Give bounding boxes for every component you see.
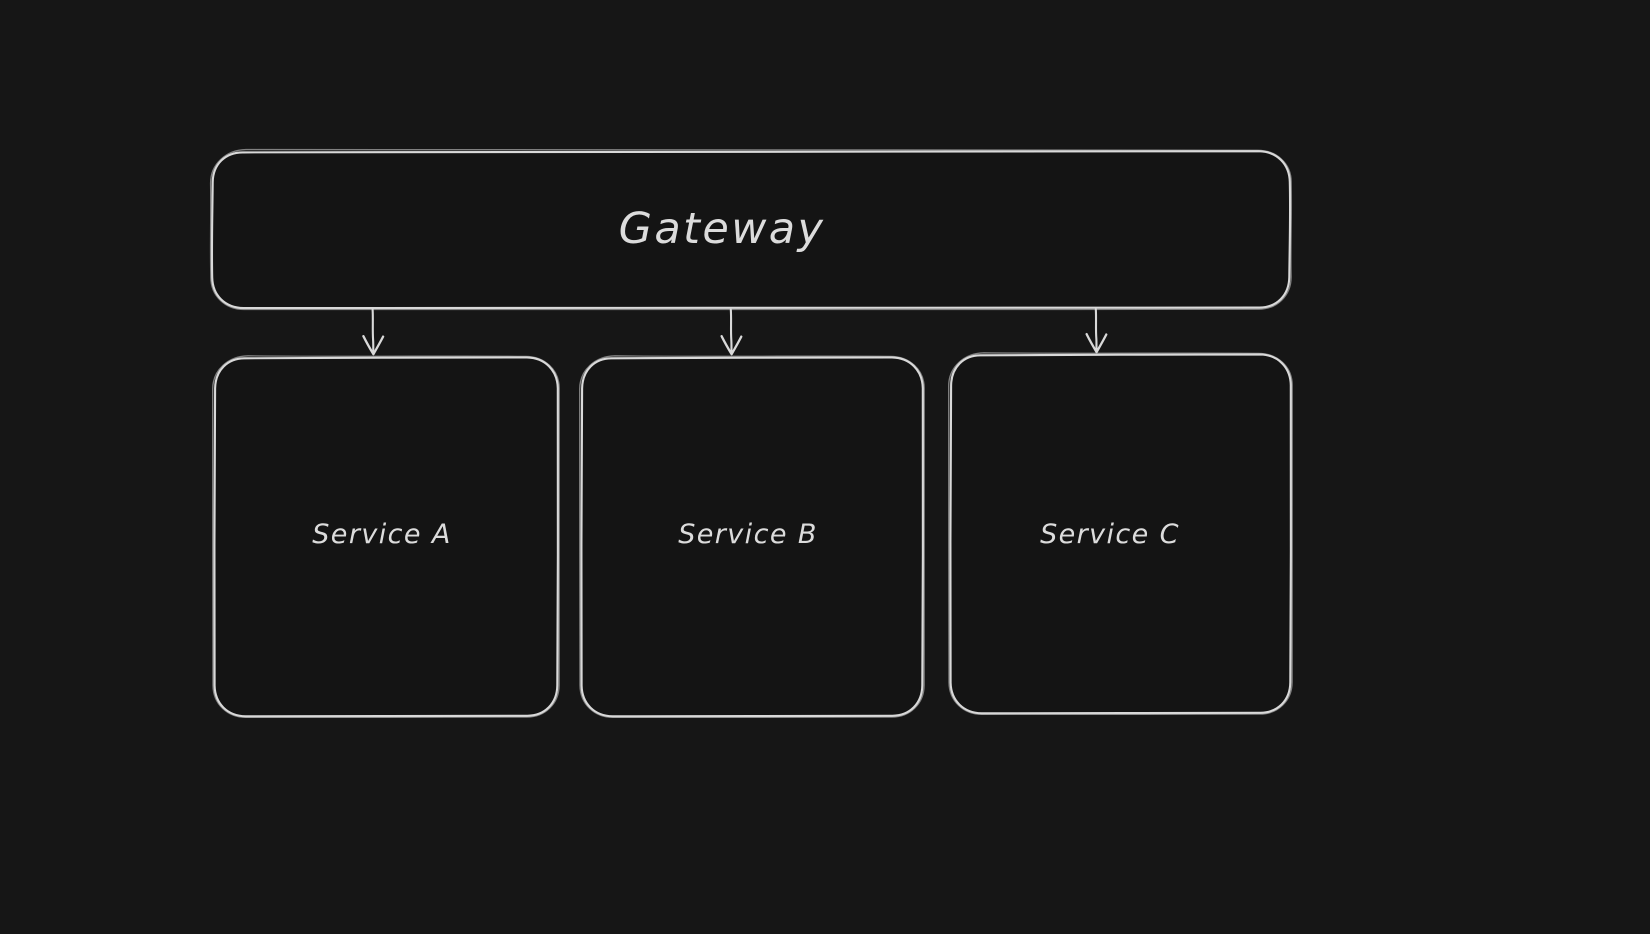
node-service-a-border-sketch (212, 355, 561, 719)
node-gateway-label: Gateway (619, 204, 826, 254)
node-service-b-border (580, 356, 925, 718)
node-service-a[interactable]: Service A (212, 355, 561, 719)
node-service-c-label: Service C (1040, 519, 1180, 550)
edge-gateway-to-service-a[interactable] (362, 308, 385, 356)
edge-gateway-to-service-b-line (729, 308, 733, 355)
edge-gateway-to-service-a-arrowhead (362, 335, 385, 356)
node-service-a-label: Service A (312, 519, 451, 550)
edge-gateway-to-service-c-arrowhead (1085, 332, 1108, 354)
node-service-c-border (949, 353, 1293, 715)
edge-gateway-to-service-b[interactable] (720, 308, 743, 356)
edge-gateway-to-service-c-line (1094, 308, 1098, 353)
node-service-b-border-sketch (579, 355, 926, 719)
node-service-b-fill (581, 357, 923, 716)
node-service-a-fill (214, 357, 558, 716)
edge-gateway-to-service-b-arrowhead (720, 335, 743, 356)
node-service-b[interactable]: Service B (579, 355, 926, 719)
node-service-c-fill (950, 354, 1291, 713)
edge-gateway-to-service-c[interactable] (1085, 308, 1108, 354)
node-gateway-fill (212, 151, 1290, 308)
node-service-c-border-sketch (948, 352, 1294, 716)
node-gateway-border (210, 150, 1292, 310)
node-gateway[interactable]: Gateway (209, 148, 1293, 311)
node-service-b-label: Service B (678, 519, 818, 550)
edge-gateway-to-service-a-line (371, 308, 375, 355)
node-service-c[interactable]: Service C (948, 352, 1294, 716)
node-service-a-border (213, 356, 560, 718)
node-gateway-border-sketch (209, 148, 1293, 311)
